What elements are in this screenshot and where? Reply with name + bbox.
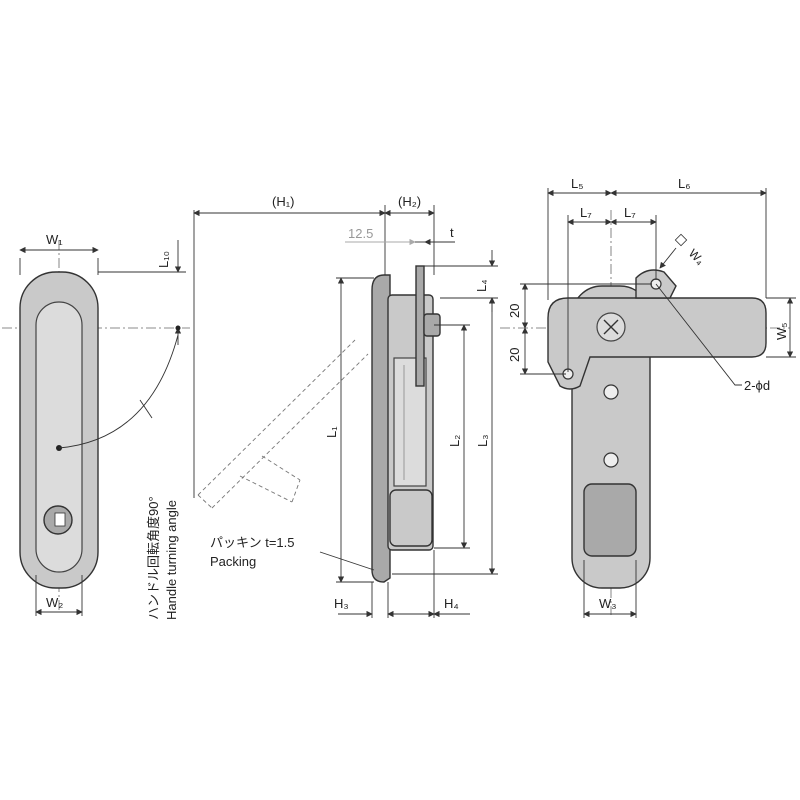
label-w4: W₄ [686,246,707,267]
mount-hole-upper [603,384,619,400]
ghost-handle-rotated [197,339,369,509]
label-packing-jp: パッキン t=1.5 [210,535,295,550]
label-l10: L₁₀ [156,251,171,268]
label-w3: W₃ [599,596,617,611]
label-w1: W₁ [46,232,63,247]
label-l3: L₃ [475,434,490,447]
label-l1: L₁ [324,426,339,438]
side-lock-body [389,489,433,547]
hole-leader [655,283,742,386]
label-h1: (H₁) [272,194,294,209]
label-l2: L₂ [447,435,462,447]
rear-lock-body [583,483,637,557]
label-packing-en: Packing [210,554,256,569]
label-turning-angle-en: Handle turning angle [164,500,179,620]
label-l6: L₆ [678,176,690,191]
side-cam-plate [415,265,425,387]
label-h3: H₃ [334,596,349,611]
label-20-upper: 20 [507,304,522,318]
side-view: (H₁) (H₂) 12.5 t L₁ L₂ L [193,194,498,618]
packing-leader [319,551,375,571]
rear-cam-arm [547,297,767,390]
label-20-lower: 20 [507,348,522,362]
label-l7-right: L₇ [624,205,636,220]
label-h2: (H₂) [398,194,421,209]
keyhole-icon [54,512,66,527]
side-bezel [371,274,391,583]
label-w2: W₂ [46,595,63,610]
label-l4: L₄ [474,279,489,292]
label-w5: W₅ [774,322,789,340]
label-l7-left: L₇ [580,205,592,220]
label-t: t [450,225,454,240]
label-hole-diameter: 2-ϕd [744,378,770,393]
label-l5: L₅ [571,176,583,191]
label-h4: H₄ [444,596,459,611]
label-12-5: 12.5 [348,226,373,241]
label-turning-angle-jp: ハンドル回転角度90° [146,496,161,620]
turning-angle-arc [58,334,179,449]
front-view: W₁ W₂ L₁₀ ハンドル回転角度90° Handle turning ang… [2,232,190,620]
front-handle-inner [35,301,83,573]
rear-view: L₅ L₆ L₇ L₇ W₄ W₅ 20 20 2-ϕd [500,176,796,618]
screw-cross-icon [603,319,619,335]
dim-w4 [659,247,677,269]
mount-hole-lower [603,452,619,468]
